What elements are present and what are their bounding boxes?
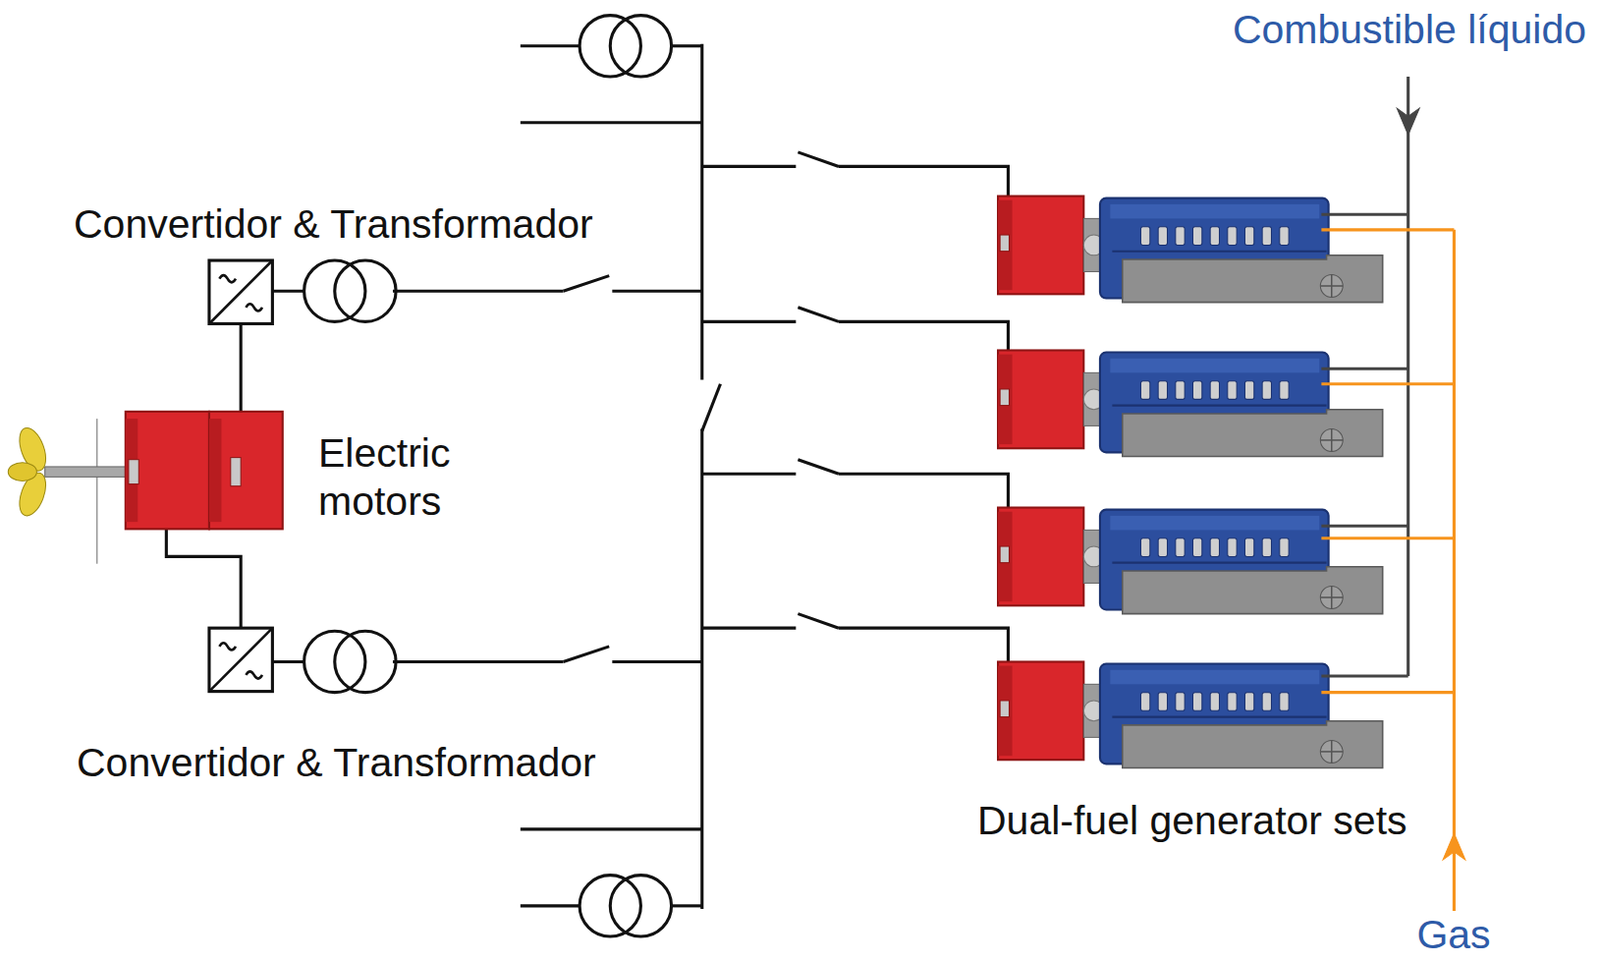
bus-line [562,646,609,663]
electric-motor [125,411,283,530]
propeller [45,466,127,477]
liquid-fuel-line [1321,524,1408,528]
dual-fuel-genset [997,661,1383,768]
bus-line [702,626,797,630]
electric-motor [125,411,210,530]
bus-line [797,152,839,167]
liquid-fuel-line [1406,76,1410,676]
transformer-symbol [304,15,672,937]
bus-line [838,473,1008,507]
electric-motor [230,457,241,487]
bus-line [702,472,797,476]
bus-line [700,44,704,381]
transformer-symbol [304,630,397,692]
bus-line [562,275,609,292]
bus-line [165,528,241,628]
dual-fuel-genset [997,507,1383,614]
bus-line [797,459,839,475]
dual-fuel-genset [997,196,1383,303]
gas-line [1321,536,1454,540]
fuel-label: Combustible líquido [1232,5,1587,55]
dual-fuel-genset [997,196,1383,769]
gas-line [1321,690,1454,694]
bus-line [611,660,702,663]
gas-line [1452,229,1456,911]
converter-symbol [209,260,273,324]
propeller [7,418,127,564]
equipment-label: Convertidor & Transformador [73,200,594,249]
bus-line [671,44,703,48]
bus-line [520,44,580,48]
bus-line [520,120,703,124]
bus-line [797,307,839,323]
converter-symbol [209,627,273,691]
transformer-symbol [579,875,672,937]
gas-line [1321,227,1454,231]
electric-motor [209,418,221,522]
bus-line [272,660,304,663]
bus-line [392,289,563,293]
propeller [7,462,37,482]
genset-label: Dual-fuel generator sets [977,796,1408,845]
bus-line [838,165,1008,196]
dual-fuel-genset [997,349,1383,456]
electric-motor [128,459,139,485]
transformer-symbol [579,15,672,77]
liquid-fuel-line [1321,673,1408,677]
bus-line [797,613,839,629]
liquid-fuel-line [1321,367,1408,371]
liquid-fuel-line [1321,76,1420,676]
bus-line [611,289,702,293]
bus-line [671,903,703,907]
bus-line [272,289,304,293]
propeller [96,418,99,564]
bus-line [702,384,721,432]
bus-line [702,165,797,168]
bus-line [239,323,243,411]
bus-line [838,321,1008,350]
liquid-fuel-line [1396,108,1420,135]
electric-motor [209,411,283,530]
bus-line [700,429,704,909]
fuel-label: Gas [1416,910,1490,959]
bus-line [392,660,563,663]
equipment-label: Convertidor & Transformador [76,738,597,787]
bus-line [520,903,580,907]
bus-line [838,627,1008,662]
bus-line [520,827,703,830]
bus-line [702,320,797,324]
gas-line [1321,382,1454,386]
transformer-symbol [304,260,397,322]
liquid-fuel-line [1321,213,1408,217]
gas-line [1442,832,1466,860]
motor-label: Electric motors [318,429,491,526]
